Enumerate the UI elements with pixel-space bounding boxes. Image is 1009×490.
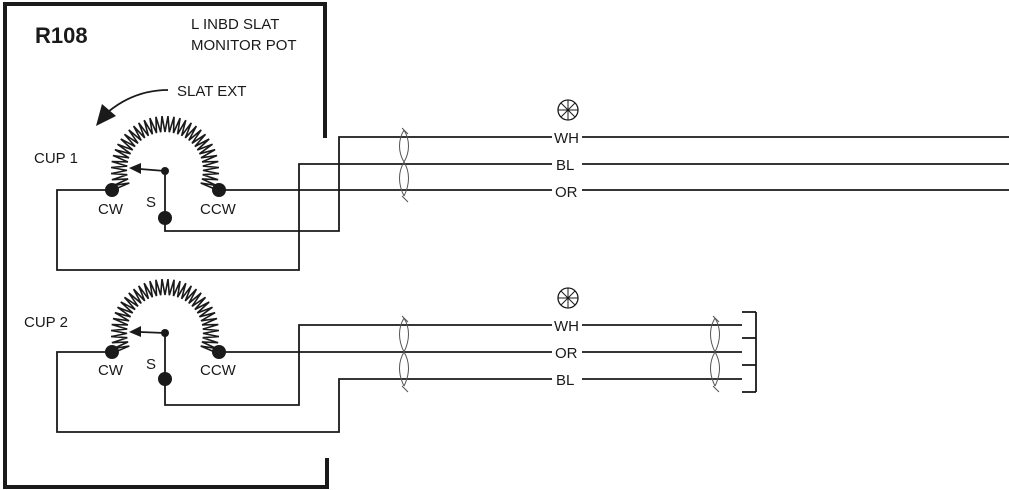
cup1-s-label: S	[146, 194, 156, 211]
cup2-cw-label: CW	[98, 362, 124, 379]
cup2-twisted-wire-icon-2	[710, 315, 720, 393]
slat-ext-label: SLAT EXT	[177, 83, 246, 100]
cup2-wire-wh	[164, 324, 742, 406]
slat-ext-arrow	[107, 89, 169, 113]
cup2-resistive-element	[110, 278, 220, 354]
cup2-label: CUP 2	[24, 314, 68, 331]
component-title-line2: MONITOR POT	[191, 37, 297, 54]
cup2-wire-label-2: OR	[555, 345, 578, 362]
component-ref: R108	[35, 23, 88, 48]
cup1-ccw-label: CCW	[200, 201, 237, 218]
slat-ext-arrow-head	[96, 104, 116, 126]
cup1-twisted-wire-icon	[399, 127, 409, 203]
ground-bus-icon	[742, 311, 757, 393]
cup1-wiper-arm	[139, 168, 166, 172]
cup1-shield-symbol-icon	[557, 99, 579, 121]
cup1-cw-label: CW	[98, 201, 124, 218]
cup1-label: CUP 1	[34, 150, 78, 167]
cup2-wiper-arrowhead	[129, 326, 141, 337]
cup2-wiper-arm	[139, 331, 166, 334]
cup1-wire-wh	[56, 163, 1009, 271]
cup2-wire-label-1: WH	[554, 318, 579, 335]
cup1-wire-label-3: OR	[555, 184, 578, 201]
cup2-shield-symbol-icon	[557, 287, 579, 309]
component-enclosure	[3, 2, 329, 489]
component-title-line1: L INBD SLAT	[191, 16, 279, 33]
cup2-wire-label-3: BL	[556, 372, 574, 389]
cup2-ccw-label: CCW	[200, 362, 237, 379]
cup1-resistive-element	[110, 115, 220, 191]
cup1-wire-label-2: BL	[556, 157, 574, 174]
cup1-wire-bl	[164, 136, 1009, 232]
cup2-wire-bl	[56, 351, 742, 433]
cup2-s-label: S	[146, 356, 156, 373]
cup1-wiper-arrowhead	[129, 163, 141, 174]
cup1-wire-label-1: WH	[554, 130, 579, 147]
cup2-twisted-wire-icon	[399, 315, 409, 393]
